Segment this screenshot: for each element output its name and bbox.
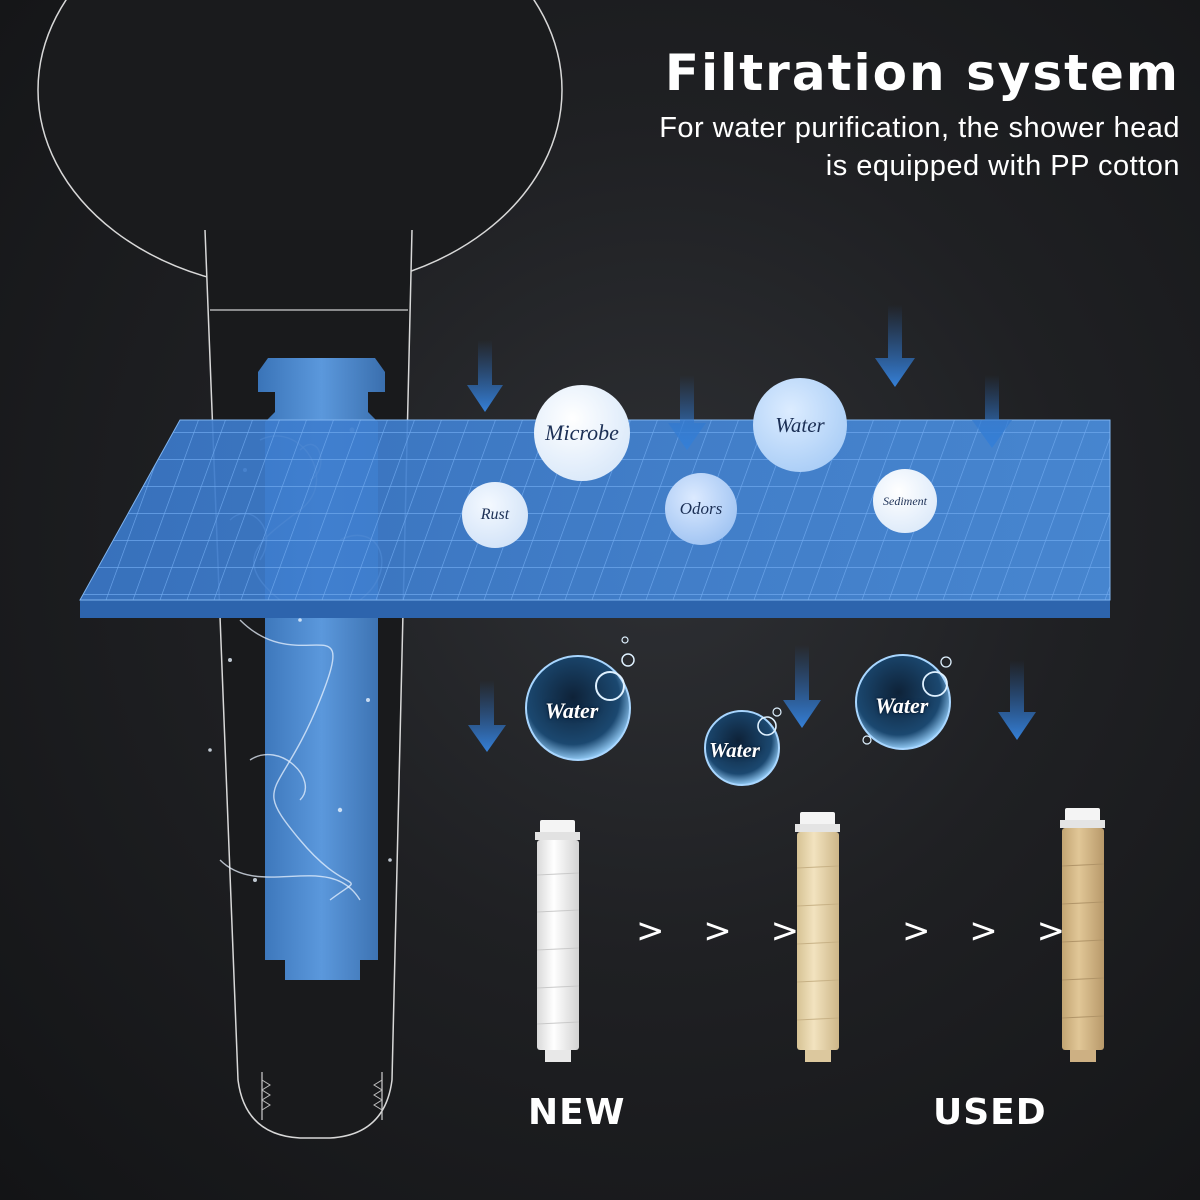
bubble-rust: Rust [462,482,528,548]
water-label-2: Water [709,738,760,762]
down-arrow-icon [467,305,1036,752]
page-title: Filtration system [664,44,1180,102]
bubble-sediment-label: Sediment [883,493,927,508]
water-label-1: Water [545,698,599,723]
bubble-water-top-label: Water [775,412,825,437]
water-label-3: Water [875,693,929,718]
bubble-rust-label: Rust [480,506,510,523]
bubble-odors: Odors [665,473,737,545]
used-label: USED [933,1092,1047,1133]
bubble-microbe-label: Microbe [545,420,619,445]
bubble-odors-label: Odors [679,499,723,518]
new-label: NEW [528,1092,626,1133]
bubble-water-top: Water [753,378,847,472]
bubble-microbe: Microbe [534,385,630,481]
cartridge-half-used [795,812,840,1062]
bubble-sediment: Sediment [873,469,937,533]
subtitle-line-1: For water purification, the shower head [659,112,1180,144]
filter-panel [79,419,1111,618]
cartridge-new [535,820,580,1062]
cartridge-used [1060,808,1105,1062]
water-bubble-icon [525,636,952,786]
subtitle-line-2: is equipped with PP cotton [825,150,1180,182]
progress-arrows-1: > > > [636,911,814,951]
progress-arrows-2: > > > [902,911,1080,951]
